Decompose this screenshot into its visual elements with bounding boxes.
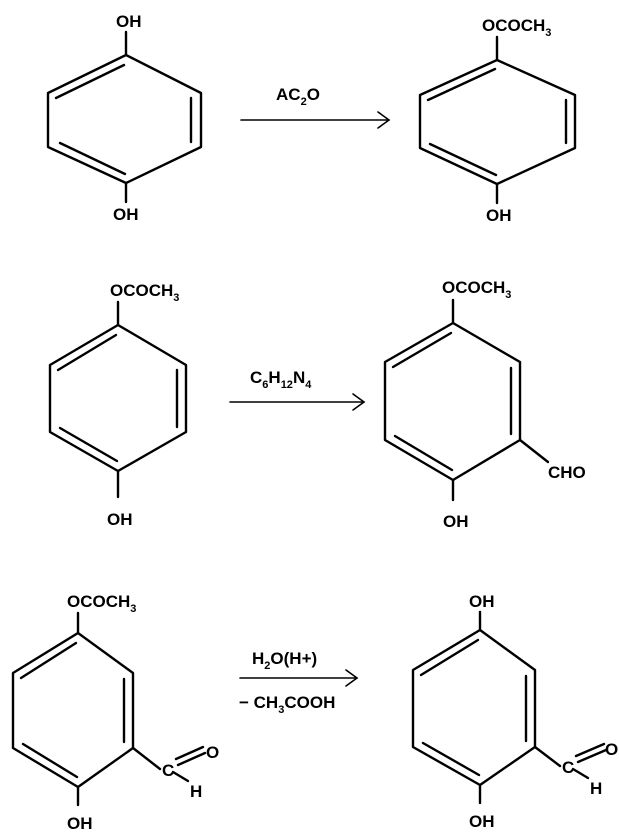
step2-reactant-ring (48, 300, 188, 499)
step2-reactant-top-group: OCOCH3 (110, 281, 179, 304)
step3-reactant-ald-h: H (190, 782, 202, 801)
step1: OH OH AC2O OCOCH3 OH (46, 12, 577, 225)
step2: OCOCH3 OH C6H12N4 OCOCH3 OH CHO (48, 278, 586, 531)
step1-product-bottom-oh: OH (486, 206, 512, 225)
step3-product-ald-o: O (605, 740, 618, 759)
step3-reactant-ring (11, 611, 207, 807)
step1-reactant-ring (46, 30, 203, 204)
step3-product-top-oh: OH (469, 592, 495, 611)
step3-reagent-top: H2O(H+) (252, 649, 317, 672)
step3-reagent-bottom: − CH3COOH (239, 693, 335, 716)
step1-reactant-top-oh: OH (116, 12, 142, 31)
step1-arrow (240, 111, 391, 129)
step2-reactant-bottom-oh: OH (107, 510, 133, 529)
step2-product-bottom-oh: OH (443, 512, 469, 531)
step3-product-ring (411, 610, 608, 805)
step2-reagent: C6H12N4 (250, 368, 312, 391)
step3-product-bottom-oh: OH (469, 812, 495, 831)
step2-product-top-group: OCOCH3 (442, 278, 511, 301)
step1-product-ring (418, 35, 577, 205)
step3-reactant-ald-o: O (206, 743, 219, 762)
step3-product-ald-c: C (562, 758, 574, 777)
step3-reactant-top-group: OCOCH3 (67, 592, 136, 615)
step2-product-ring (383, 298, 550, 502)
step3: OCOCH3 C O H OH H2O(H+) − CH3COOH OH C O… (11, 592, 618, 832)
step2-arrow (229, 393, 366, 411)
step2-product-cho: CHO (548, 463, 586, 482)
step3-reactant-ald-c: C (162, 761, 174, 780)
step1-product-top-group: OCOCH3 (482, 16, 551, 39)
step3-reactant-bottom-oh: OH (67, 814, 93, 832)
step3-arrow (239, 669, 359, 687)
step1-reagent: AC2O (276, 85, 320, 108)
step3-product-ald-h: H (590, 779, 602, 798)
step1-reactant-bottom-oh: OH (113, 205, 139, 224)
